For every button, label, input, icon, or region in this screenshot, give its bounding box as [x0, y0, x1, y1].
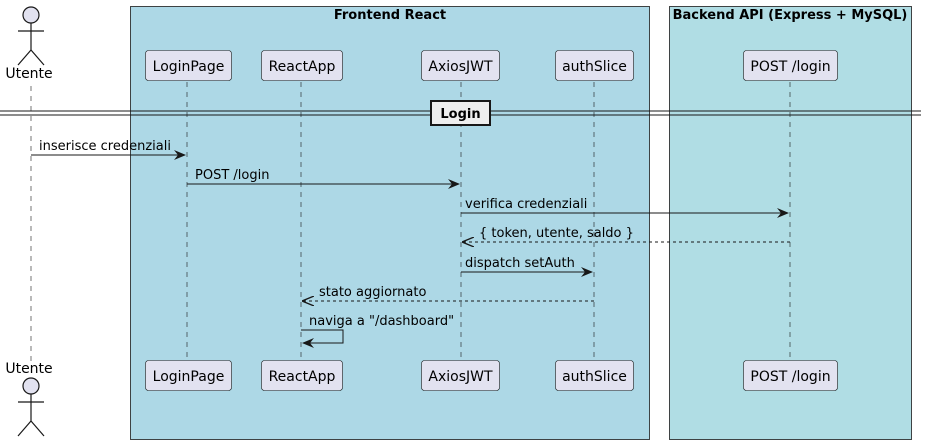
- message-naviga-dashboard: naviga a "/dashboard": [301, 314, 454, 348]
- message-stato-aggiornato: stato aggiornato: [303, 285, 594, 301]
- participant-label: authSlice: [562, 369, 627, 385]
- participant-reactapp-bottom: ReactApp: [261, 360, 343, 391]
- message-token-response: { token, utente, saldo }: [463, 226, 790, 242]
- actor-label-top: Utente: [5, 66, 52, 82]
- frontend-box-title: Frontend React: [334, 8, 446, 23]
- participant-postlogin-top: POST /login: [743, 50, 838, 81]
- message-dispatch-setauth: dispatch setAuth: [461, 256, 593, 277]
- backend-box-title: Backend API (Express + MySQL): [673, 8, 908, 23]
- message-label: inserisce credenziali: [39, 139, 171, 154]
- message-label: POST /login: [195, 168, 269, 183]
- participant-postlogin-bottom: POST /login: [743, 360, 838, 391]
- message-label: dispatch setAuth: [465, 256, 575, 271]
- participant-label: AxiosJWT: [428, 59, 493, 75]
- participant-label: POST /login: [750, 59, 830, 75]
- message-verifica-credenziali: verifica credenziali: [461, 197, 789, 218]
- message-label: { token, utente, saldo }: [479, 226, 634, 241]
- participant-label: LoginPage: [153, 59, 225, 75]
- participant-label: POST /login: [750, 369, 830, 385]
- participants-bottom: LoginPage ReactApp AxiosJWT authSlice PO…: [145, 360, 838, 391]
- actor-bottom: Utente: [5, 361, 53, 437]
- lifelines: [30, 82, 791, 365]
- participant-label: authSlice: [562, 59, 627, 75]
- actor-label-bottom: Utente: [5, 361, 52, 377]
- messages: inserisce credenziali POST /login verifi…: [31, 139, 790, 348]
- participant-label: ReactApp: [269, 369, 336, 385]
- participant-label: AxiosJWT: [428, 369, 493, 385]
- message-label: verifica credenziali: [465, 197, 587, 212]
- participant-label: ReactApp: [269, 59, 336, 75]
- actor-stick-figure-icon: [17, 6, 45, 66]
- participant-axiosjwt-top: AxiosJWT: [421, 50, 500, 81]
- participant-loginpage-bottom: LoginPage: [145, 360, 232, 391]
- participant-loginpage-top: LoginPage: [145, 50, 232, 81]
- participants-top: LoginPage ReactApp AxiosJWT authSlice PO…: [145, 50, 838, 81]
- participant-authslice-bottom: authSlice: [555, 360, 634, 391]
- participant-axiosjwt-bottom: AxiosJWT: [421, 360, 500, 391]
- message-inserisce-credenziali: inserisce credenziali: [31, 139, 186, 160]
- actor-stick-figure-icon: [17, 377, 45, 437]
- participant-reactapp-top: ReactApp: [261, 50, 343, 81]
- participant-authslice-top: authSlice: [555, 50, 634, 81]
- participant-label: LoginPage: [153, 369, 225, 385]
- message-post-login: POST /login: [187, 168, 460, 189]
- message-label: naviga a "/dashboard": [309, 314, 454, 329]
- message-label: stato aggiornato: [319, 285, 426, 300]
- login-divider: Login: [0, 100, 921, 126]
- divider-label: Login: [440, 107, 480, 122]
- actor-top: Utente: [5, 6, 53, 82]
